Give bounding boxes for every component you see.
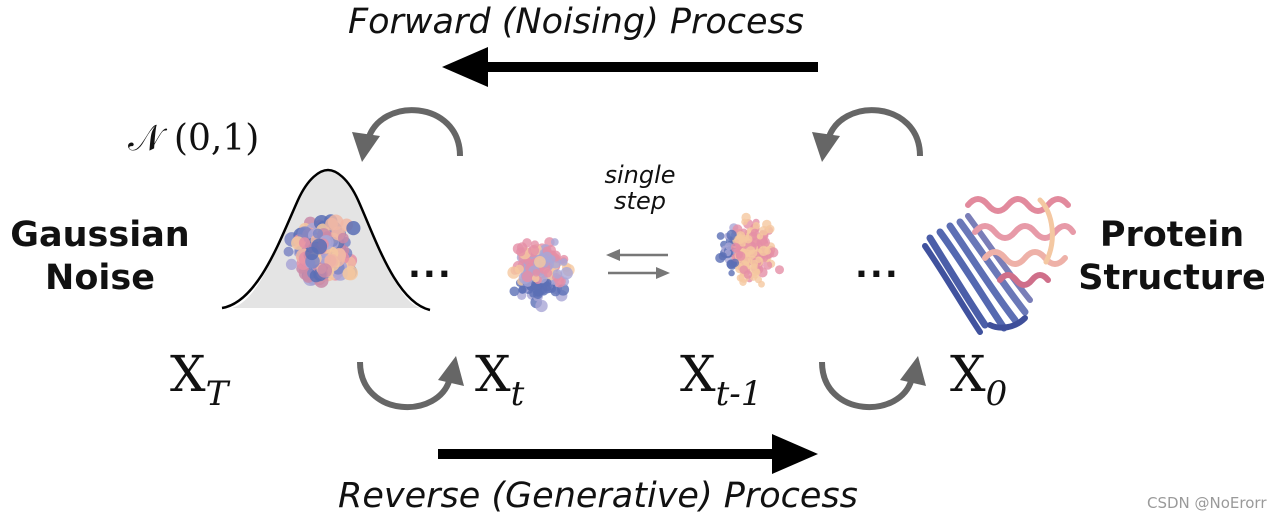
- cloud-point: [509, 286, 520, 297]
- cloud-point: [325, 217, 338, 231]
- cloud-point: [550, 286, 561, 297]
- cloud-point: [760, 237, 770, 248]
- ellipsis-left: ...: [408, 246, 453, 286]
- protein-structure-label-line2: Structure: [1078, 258, 1266, 298]
- cloud-point: [560, 258, 568, 266]
- cloud-point: [750, 237, 760, 247]
- cloud-point: [532, 269, 541, 277]
- state-label-xt-sub: t: [510, 374, 525, 414]
- protein-structure-image: [922, 196, 1076, 335]
- state-label-xT-base: X: [170, 345, 206, 403]
- cycle-arrow-bottom-left: [357, 356, 464, 410]
- reverse-process-arrow: [438, 434, 818, 474]
- cycle-arrow-bottom-right: [819, 356, 926, 410]
- forward-process-arrow: [442, 47, 818, 87]
- cloud-point: [534, 256, 546, 268]
- cloud-point: [756, 233, 764, 240]
- ellipsis-right: ...: [855, 246, 900, 286]
- normal-distribution-label: 𝒩 (0,1): [128, 118, 260, 159]
- cloud-point: [518, 285, 527, 294]
- xt-point-cloud: [507, 237, 575, 313]
- cloud-point: [283, 246, 294, 257]
- protein-structure-label: Protein Structure: [1064, 214, 1280, 300]
- state-label-xt-1: Xt-1: [680, 345, 762, 414]
- cloud-point: [739, 236, 746, 243]
- cloud-point: [346, 221, 361, 236]
- cloud-point: [775, 265, 784, 275]
- cloud-point: [741, 212, 751, 223]
- cloud-point: [298, 237, 311, 249]
- state-label-x0-base: X: [950, 345, 986, 403]
- cloud-point: [758, 245, 769, 256]
- single-step-arrows: [606, 249, 670, 279]
- protein-structure-label-line1: Protein: [1099, 215, 1245, 255]
- cloud-point: [718, 252, 727, 261]
- cloud-point: [311, 238, 328, 255]
- state-label-x0: X0: [950, 345, 1007, 414]
- cloud-point: [312, 228, 323, 239]
- cloud-point: [547, 254, 556, 264]
- state-label-xt: Xt: [475, 345, 524, 414]
- cloud-point: [342, 267, 356, 281]
- cloud-point: [507, 266, 520, 279]
- gaussian-noise-label-line2: Noise: [45, 258, 155, 298]
- cloud-point: [521, 270, 534, 283]
- cloud-point: [337, 232, 349, 244]
- state-label-xt-1-sub: t-1: [715, 374, 763, 414]
- cloud-point: [752, 222, 761, 230]
- cycle-arrow-top-left: [352, 107, 463, 162]
- single-step-label-line1: single: [604, 161, 676, 189]
- single-step-label: single step: [590, 162, 690, 214]
- cloud-point: [746, 246, 756, 255]
- state-label-xt-base: X: [475, 345, 511, 403]
- cloud-point: [285, 258, 298, 270]
- cloud-point: [552, 269, 563, 279]
- cloud-point: [716, 232, 725, 240]
- cloud-point: [550, 238, 559, 246]
- cloud-point: [726, 229, 737, 241]
- single-step-label-line2: step: [614, 187, 666, 215]
- cycle-arrow-top-right: [812, 107, 923, 162]
- cloud-point: [317, 263, 333, 278]
- cloud-point: [730, 258, 740, 268]
- cloud-point: [516, 242, 528, 253]
- cloud-point: [736, 274, 745, 282]
- cloud-point: [531, 274, 540, 283]
- cloud-point: [528, 245, 540, 256]
- state-label-xt-1-base: X: [680, 345, 716, 403]
- forward-process-label: Forward (Noising) Process: [348, 2, 805, 42]
- cloud-point: [754, 276, 763, 284]
- state-label-xT-sub: T: [205, 374, 229, 414]
- cloud-point: [535, 299, 548, 313]
- cloud-point: [744, 235, 753, 244]
- cloud-point: [728, 269, 735, 277]
- cloud-point: [763, 260, 773, 270]
- state-label-x0-sub: 0: [985, 374, 1008, 414]
- cloud-point: [533, 289, 543, 300]
- cloud-point: [725, 242, 733, 251]
- cloud-point: [751, 263, 758, 270]
- gaussian-noise-cloud: [283, 214, 361, 288]
- cloud-point: [739, 265, 749, 275]
- cloud-point: [560, 267, 573, 280]
- cloud-point: [759, 225, 769, 236]
- watermark: CSDN @NoErorr: [1147, 494, 1267, 512]
- xt-minus-1-point-cloud: [715, 212, 784, 288]
- cloud-point: [730, 242, 741, 253]
- cloud-point: [735, 251, 744, 259]
- gaussian-noise-label: Gaussian Noise: [0, 214, 200, 300]
- cloud-point: [542, 281, 553, 292]
- reverse-process-label: Reverse (Generative) Process: [338, 476, 858, 516]
- gaussian-noise-label-line1: Gaussian: [10, 215, 190, 255]
- state-label-xT: XT: [170, 345, 228, 414]
